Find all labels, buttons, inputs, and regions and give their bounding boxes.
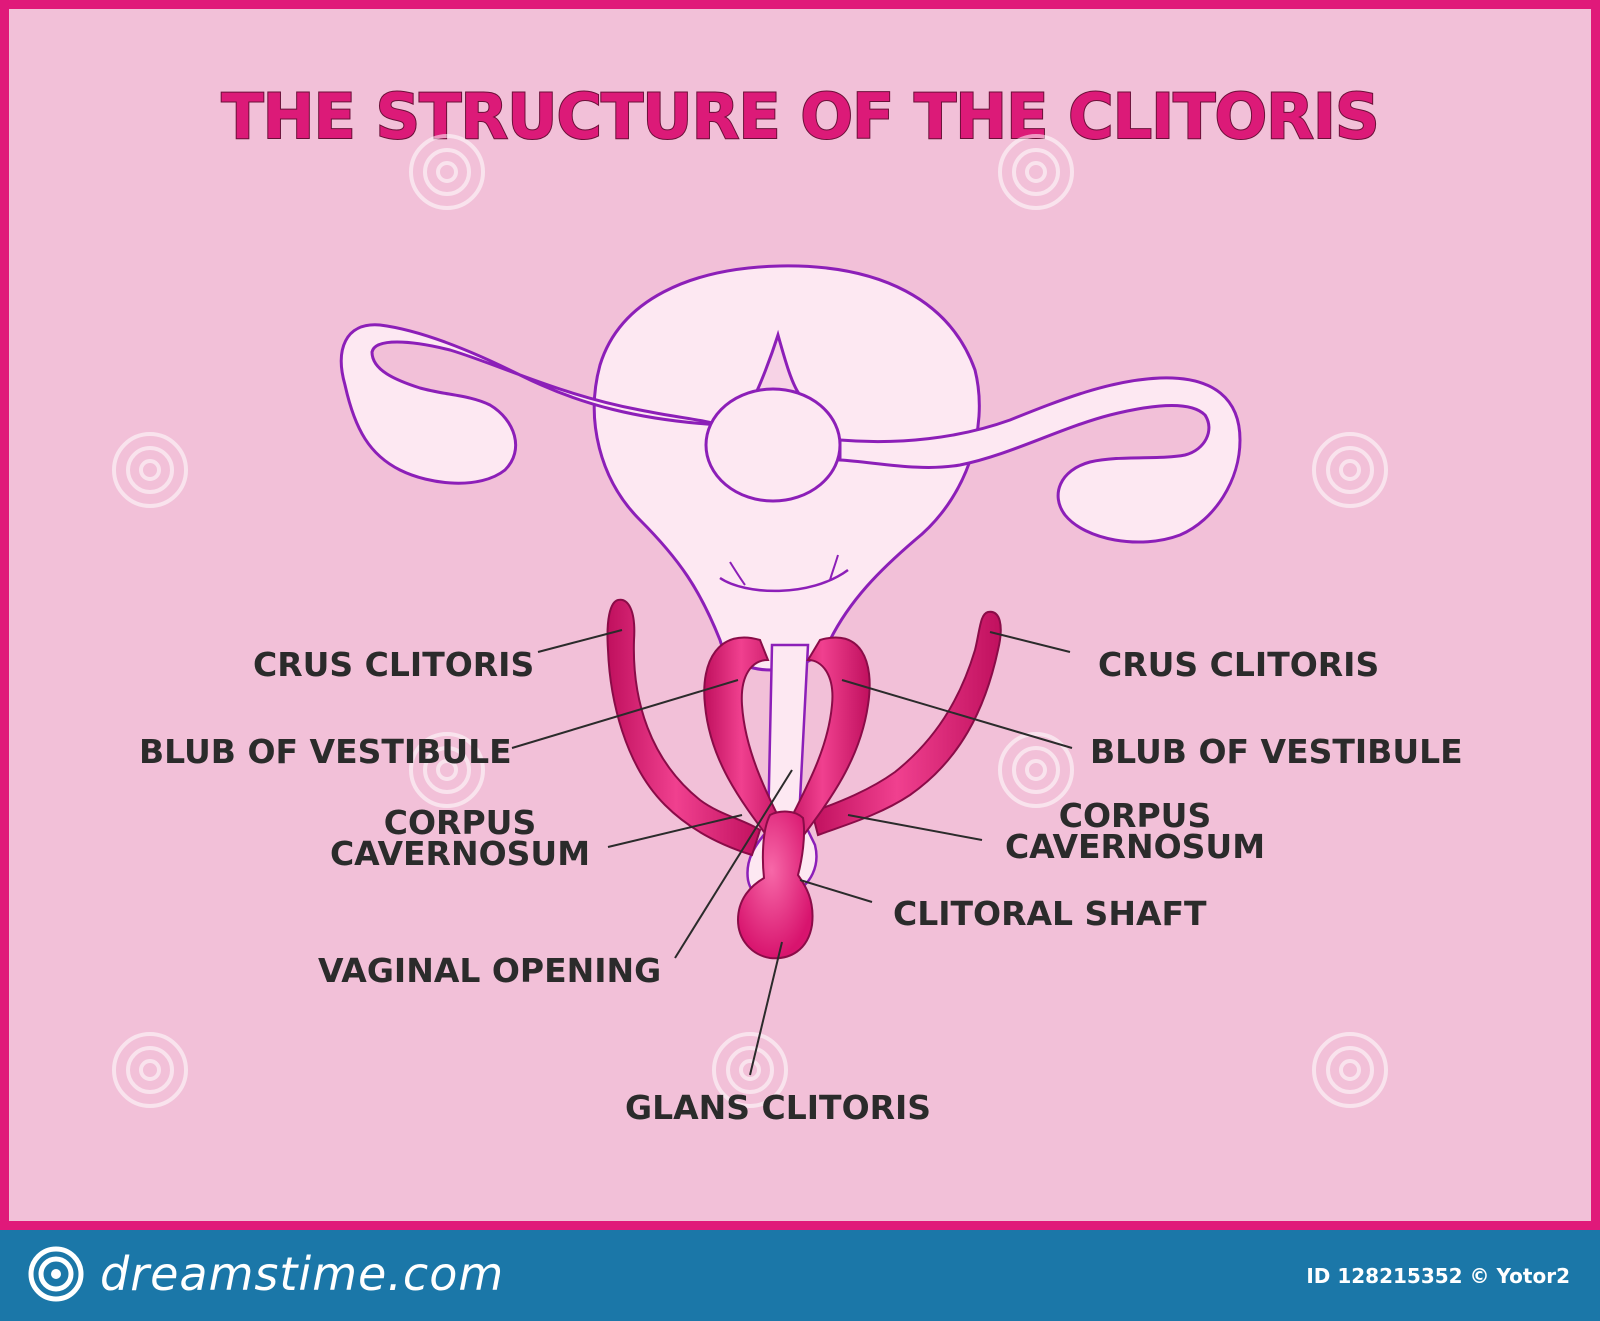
- leader-crus-right: [989, 631, 1071, 653]
- left-crus: [606, 598, 762, 857]
- leader-vaginal-opening: [674, 769, 793, 959]
- cervix-line: [829, 554, 839, 581]
- brand-logo-text: dreamstime.com: [100, 1247, 505, 1301]
- cervix-curve: [719, 568, 849, 593]
- diagram-title: THE STRUCTURE OF THE CLITORIS: [220, 79, 1380, 154]
- label-crus-clitoris-left: CRUS CLITORIS: [253, 645, 535, 684]
- dreamstime-logo-icon: [28, 1246, 84, 1302]
- leader-lines: [511, 629, 1073, 1076]
- central-round-body: [704, 387, 842, 503]
- leader-crus-left: [537, 629, 623, 653]
- leader-glans: [749, 941, 783, 1076]
- footer-bar: dreamstime.com ID 128215352 © Yotor2: [0, 1230, 1600, 1321]
- label-vaginal-opening: VAGINAL OPENING: [318, 951, 662, 990]
- label-bulb-vestibule-right: BLUB OF VESTIBULE: [1090, 732, 1463, 771]
- watermark-swirl: [409, 134, 485, 210]
- label-corpus-right-line2: CAVERNOSUM: [1004, 827, 1266, 866]
- cervix-line: [729, 561, 746, 586]
- label-glans-clitoris: GLANS CLITORIS: [625, 1088, 932, 1127]
- clitoral-structures: [606, 598, 1002, 960]
- left-tube: [339, 323, 721, 485]
- watermark-swirl: [1312, 1032, 1388, 1108]
- label-corpus-left-line1: CORPUS: [383, 803, 537, 842]
- label-clitoral-shaft: CLITORAL SHAFT: [893, 894, 1207, 933]
- leader-clitoral-shaft: [799, 879, 873, 903]
- label-bulb-vestibule-left: BLUB OF VESTIBULE: [139, 732, 512, 771]
- right-tube: [838, 376, 1242, 544]
- watermark-swirl: [1312, 432, 1388, 508]
- glans-and-shaft: [736, 810, 814, 960]
- watermark-swirl: [112, 432, 188, 508]
- image-id: ID 128215352 © Yotor2: [1306, 1264, 1570, 1288]
- label-corpus-right-line1: CORPUS: [1058, 796, 1212, 835]
- leader-bulb-left: [511, 679, 739, 749]
- anatomy-diagram: [112, 134, 1388, 1108]
- watermark-swirl: [112, 1032, 188, 1108]
- leader-bulb-right: [841, 679, 1073, 749]
- watermark-swirl: [998, 134, 1074, 210]
- leader-corpus-right: [847, 814, 983, 841]
- fallopian-tubes: [339, 323, 1242, 544]
- right-crus: [810, 610, 1002, 837]
- leader-corpus-left: [607, 814, 743, 848]
- label-crus-clitoris-right: CRUS CLITORIS: [1098, 645, 1380, 684]
- label-corpus-left-line2: CAVERNOSUM: [329, 834, 591, 873]
